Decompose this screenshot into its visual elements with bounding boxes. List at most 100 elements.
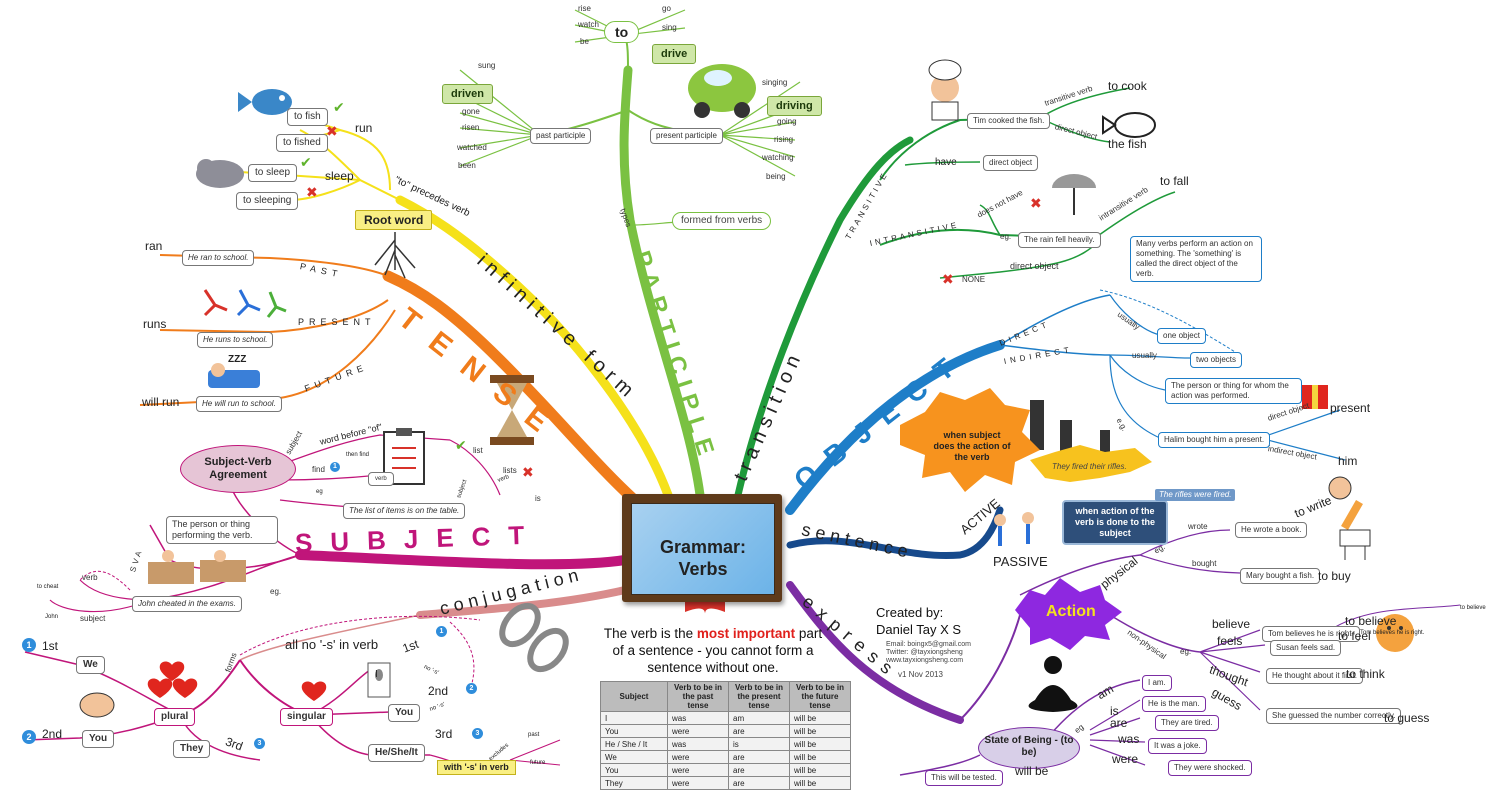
action-label: Action <box>1046 603 1096 620</box>
you-box: You <box>82 730 115 748</box>
is-label: is <box>535 494 541 503</box>
to-fished-box: to fished <box>276 134 328 152</box>
present-participle-word: going <box>777 117 797 126</box>
subject-eg-2: eg. <box>270 587 282 596</box>
center-board: Grammar: Verbs <box>622 494 782 602</box>
person-thing-box: The person or thing for whom the action … <box>1165 378 1302 404</box>
to-feel: to feel <box>1338 629 1371 643</box>
tom-believes-small: Tom believes he is right. <box>1360 630 1425 636</box>
tense-will-run-example: He will run to school. <box>196 396 282 412</box>
state-of-being-bubble: State of Being - (to be) <box>978 727 1080 769</box>
table-header-row: Subject Verb to be in the past tense Ver… <box>600 681 851 712</box>
past-participle-word: been <box>458 161 476 170</box>
are-label: are <box>1110 716 1128 730</box>
active-definition: when subject does the action of the verb <box>933 430 1011 462</box>
to-believe-small: to believe <box>1460 605 1486 611</box>
sleeping-person-icon <box>208 363 260 388</box>
bought-example: Mary bought a fish. <box>1240 568 1321 584</box>
teacher-students-icon <box>148 550 246 584</box>
were-example: They were shocked. <box>1168 760 1252 776</box>
credit-line1: Created by: <box>876 605 944 620</box>
check-icon: ✔ <box>300 154 312 170</box>
tense-branch <box>382 270 646 511</box>
future-label: future <box>530 760 546 766</box>
to-word: go <box>662 4 671 13</box>
car-icon <box>688 64 756 118</box>
heart-icon <box>147 661 327 701</box>
step-number-badge: 3 <box>254 738 265 749</box>
meditation-icon <box>1028 656 1078 712</box>
are-example: They are tired. <box>1155 715 1219 731</box>
tense-present-label: PRESENT <box>298 317 376 327</box>
past-participle-word: risen <box>462 123 480 132</box>
roots-icon <box>374 232 416 279</box>
fish-icon <box>238 89 292 115</box>
john-label: John <box>45 614 59 620</box>
present-participle-box: present participle <box>650 128 723 144</box>
the-fish: the fish <box>1108 137 1147 151</box>
singular-box: singular <box>280 708 333 726</box>
verb-to-be-table: Subject Verb to be in the past tense Ver… <box>600 681 851 790</box>
to-guess: to guess <box>1384 711 1430 725</box>
thinking-face-icon <box>1376 614 1414 652</box>
express-branch <box>786 581 964 724</box>
list-example: The list of items is on the table. <box>343 503 466 519</box>
plural-first: 1st <box>42 639 59 653</box>
step-number-badge: 2 <box>466 683 477 694</box>
to-buy: to buy <box>1318 569 1351 583</box>
past-participle-word: gone <box>462 107 480 116</box>
chain-icon <box>499 602 569 673</box>
tense-ran: ran <box>145 239 163 253</box>
wrote-label: wrote <box>1188 522 1208 531</box>
guess-example: She guessed the number correctly. <box>1266 708 1402 724</box>
to-cheat: to cheat <box>37 584 59 590</box>
present-label: present <box>1330 401 1371 415</box>
nonphysical-eg: eg. <box>1180 647 1192 656</box>
to-cook: to cook <box>1108 79 1147 93</box>
highlight-text: most important <box>696 626 796 641</box>
to-word: rise <box>578 4 591 13</box>
past-participle-box: past participle <box>530 128 592 144</box>
list-label: list <box>473 446 483 455</box>
participle-branch <box>619 65 705 500</box>
feels-example: Susan feels sad. <box>1270 640 1342 656</box>
past-participle-word: sung <box>478 61 496 70</box>
rifles-fired-example: The rifles were fired. <box>1155 489 1236 501</box>
root-word-box: Root word <box>355 210 433 230</box>
direct-object-label-2: direct object <box>1010 261 1059 271</box>
subject-eg: eg <box>316 489 323 495</box>
to-fall: to fall <box>1160 174 1189 188</box>
intransitive-eg: eg. <box>1000 232 1012 241</box>
check-icon: ✔ <box>455 437 467 453</box>
cross-icon: ✖ <box>306 184 318 200</box>
fighters-icon <box>994 512 1034 546</box>
pointing-hand-icon <box>79 692 115 718</box>
am-example: I am. <box>1142 675 1172 691</box>
subject-branch <box>295 550 630 570</box>
participle-driven: driven <box>442 84 494 104</box>
usually-label-2: usually <box>1132 351 1157 360</box>
step-number-badge: 1 <box>22 638 36 652</box>
hourglass-icon <box>490 375 534 445</box>
credit-twitter: Twitter: @tayxiongsheng <box>886 649 963 656</box>
one-object-box: one object <box>1157 328 1206 344</box>
infinitive-run: run <box>355 121 373 135</box>
bought-label: bought <box>1192 559 1217 568</box>
credit-author: Daniel Tay X S <box>876 622 962 637</box>
fired-example: They fired their rifles. <box>1052 462 1127 471</box>
hesheit-box: He/She/It <box>368 744 425 762</box>
object-branch <box>785 340 1005 515</box>
singular-second: 2nd <box>428 684 449 698</box>
singular-third: 3rd <box>435 727 453 741</box>
shopper-icon <box>1339 529 1371 560</box>
then-find: then find <box>346 452 370 458</box>
cross-icon: ✖ <box>942 271 954 287</box>
participle-to-bubble: to <box>604 21 640 43</box>
participle-driving: driving <box>767 96 822 116</box>
fish-line-icon <box>1102 112 1156 138</box>
